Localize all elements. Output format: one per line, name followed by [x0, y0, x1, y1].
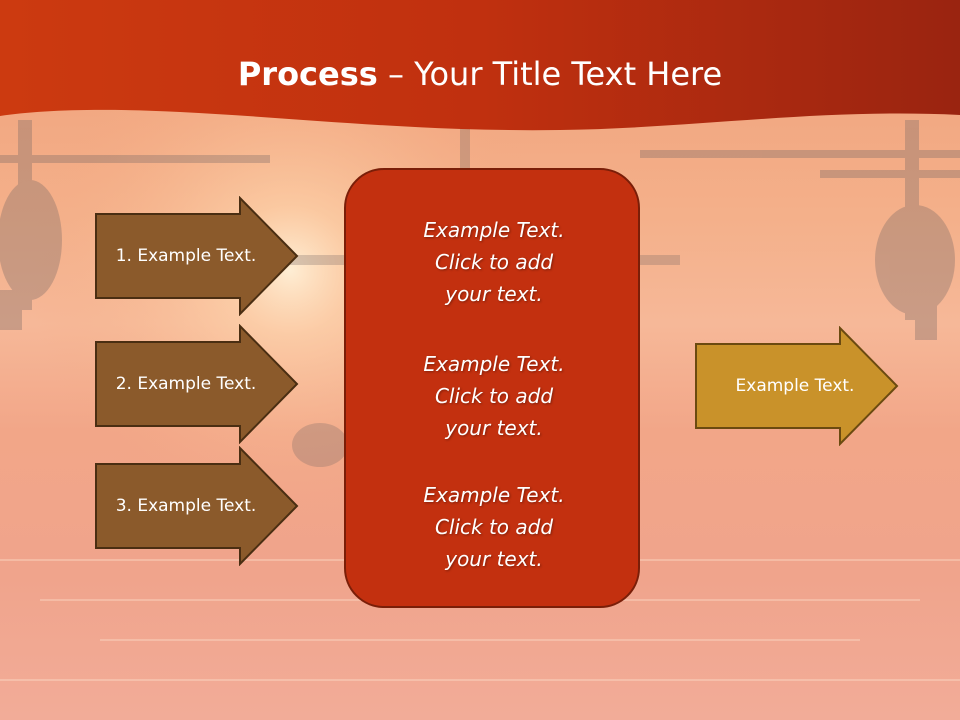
center-text-box[interactable]: Example Text. Click to add your text. Ex… — [344, 168, 640, 608]
title-band — [0, 0, 960, 131]
left-arrow-3[interactable] — [94, 446, 300, 566]
center-text-1-line-2: Click to add — [434, 250, 554, 274]
helicopter-silhouette-right — [640, 120, 960, 340]
left-arrow-3-label: 3. Example Text. — [115, 496, 257, 516]
center-text-block-3: Example Text. Click to add your text. — [346, 479, 642, 575]
right-arrow-label: Example Text. — [735, 376, 855, 396]
slide-title[interactable]: Process – Your Title Text Here — [0, 50, 960, 98]
center-text-block-1: Example Text. Click to add your text. — [346, 214, 642, 310]
left-arrow-1-label: 1. Example Text. — [115, 246, 257, 266]
title-dash: – — [377, 55, 415, 93]
center-text-1-line-1: Example Text. — [423, 218, 565, 242]
center-text-1-line-3: your text. — [445, 282, 543, 306]
center-text-3-line-1: Example Text. — [423, 483, 565, 507]
title-bold: Process — [237, 55, 378, 93]
center-text-block-2: Example Text. Click to add your text. — [346, 348, 642, 444]
center-text-2-line-2: Click to add — [434, 384, 554, 408]
center-text-2-line-1: Example Text. — [423, 352, 565, 376]
center-text-3-line-2: Click to add — [434, 515, 554, 539]
helicopter-silhouette-left — [0, 120, 270, 330]
left-arrow-1[interactable] — [94, 196, 300, 316]
left-arrow-2-label: 2. Example Text. — [115, 374, 257, 394]
right-arrow[interactable] — [694, 326, 900, 446]
center-text-2-line-3: your text. — [445, 416, 543, 440]
title-rest: Your Title Text Here — [414, 55, 723, 93]
left-arrow-2[interactable] — [94, 324, 300, 444]
center-text-3-line-3: your text. — [445, 547, 543, 571]
